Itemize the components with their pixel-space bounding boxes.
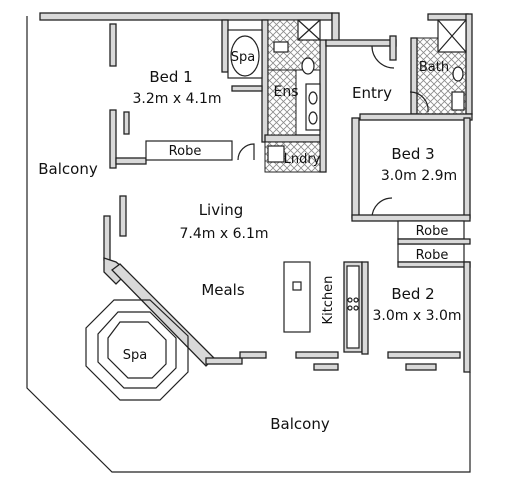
- balcony-left-label: Balcony: [38, 160, 98, 178]
- cooktop-3: [347, 305, 353, 311]
- ens-tiles-lower: [267, 69, 297, 136]
- robe1-label: Robe: [169, 144, 202, 159]
- kitchen-bench-top: [346, 265, 360, 349]
- bottom-wall-seg3: [295, 351, 339, 359]
- bed1-closet-wall: [231, 85, 263, 92]
- bed3-name: Bed 3: [391, 145, 434, 163]
- ens-bottom-wall: [264, 134, 326, 143]
- lndry-right-wall: [319, 39, 327, 173]
- bed1-size: 3.2m x 4.1m: [133, 91, 222, 107]
- top-wall: [39, 12, 333, 21]
- bed3-bottom-wall: [351, 214, 471, 222]
- bed3-left-wall: [351, 117, 360, 219]
- bed3-size: 3.0m 2.9m: [381, 168, 457, 184]
- bed1-lower-wall: [115, 157, 147, 165]
- ens-left-wall-2: [261, 19, 269, 143]
- bed2-right-wall: [463, 261, 471, 373]
- meals-label: Meals: [201, 281, 245, 299]
- living-window-1: [103, 215, 111, 261]
- ens-sink-1: [308, 91, 318, 105]
- kitchen-label: Kitchen: [321, 276, 336, 325]
- bottom-wall-seg2: [239, 351, 267, 359]
- bottom-wall-seg1: [205, 357, 243, 365]
- robe1-box: [145, 140, 233, 161]
- balcony-bottom-label: Balcony: [270, 415, 330, 433]
- bath-right-wall: [465, 13, 473, 115]
- ens-shower-x: [297, 19, 321, 41]
- robe3-label: Robe: [416, 224, 449, 239]
- entry-top-wall: [325, 39, 397, 47]
- bath-bottom-wall: [359, 113, 473, 121]
- ens-label: Ens: [273, 84, 298, 100]
- bath-door-arc: [409, 91, 429, 113]
- robe-divider: [397, 238, 471, 245]
- balcony-spa-inner: [97, 311, 177, 389]
- ens-toilet: [301, 57, 315, 75]
- bottom-wall-seg6: [405, 363, 437, 371]
- balcony-spa-outer: [85, 299, 189, 401]
- bed1-window-left: [109, 23, 117, 67]
- entry-door-arc: [371, 45, 395, 69]
- kitchen-island: [283, 261, 311, 333]
- bottom-wall-seg5: [387, 351, 461, 359]
- bath-vanity: [451, 91, 465, 111]
- kitchen-island-sink: [292, 281, 302, 291]
- bed3-right-wall: [463, 117, 471, 219]
- ens-sink-2: [308, 111, 318, 125]
- ens-spa-label: Spa: [231, 50, 255, 65]
- entry-top-wall-2: [389, 35, 397, 61]
- bath-top-wall: [427, 13, 469, 21]
- living-size: 7.4m x 6.1m: [180, 226, 269, 242]
- bath-toilet: [452, 66, 464, 82]
- bed1-name: Bed 1: [149, 68, 192, 86]
- lndry-label: Lndry: [284, 152, 321, 167]
- entry-label: Entry: [352, 84, 392, 102]
- bed2-name: Bed 2: [391, 285, 434, 303]
- bottom-wall-seg4: [313, 363, 339, 371]
- living-window-2: [119, 195, 127, 237]
- bed1-door-left: [109, 109, 117, 169]
- ens-spa-tub: [230, 35, 260, 77]
- balcony-spa-rim: [107, 321, 167, 379]
- cooktop-4: [353, 305, 359, 311]
- bed1-door-arc: [237, 143, 255, 161]
- right-top-wall: [331, 12, 340, 44]
- outer-boundary: [26, 16, 471, 473]
- bath-label: Bath: [419, 60, 449, 75]
- balcony-left-door: [123, 111, 130, 135]
- bed2-left-wall: [361, 261, 369, 355]
- bath-shower-x: [437, 19, 467, 53]
- cooktop-2: [353, 297, 359, 303]
- living-name: Living: [199, 201, 244, 219]
- cooktop-1: [347, 297, 353, 303]
- ens-basin: [273, 41, 289, 53]
- robe2-label: Robe: [416, 248, 449, 263]
- bath-left-wall: [410, 37, 418, 115]
- ens-left-wall: [221, 19, 229, 73]
- balcony-spa-label: Spa: [123, 348, 147, 363]
- bed2-size: 3.0m x 3.0m: [373, 308, 462, 324]
- lndry-washer: [267, 145, 285, 163]
